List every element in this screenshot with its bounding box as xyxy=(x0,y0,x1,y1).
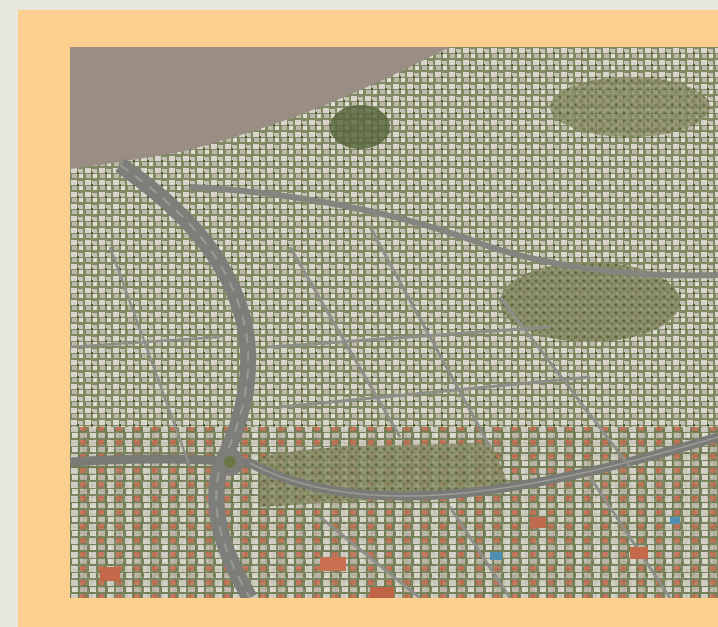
aerial-photo-drawing xyxy=(70,47,718,598)
aerial-city-photo xyxy=(70,47,718,598)
